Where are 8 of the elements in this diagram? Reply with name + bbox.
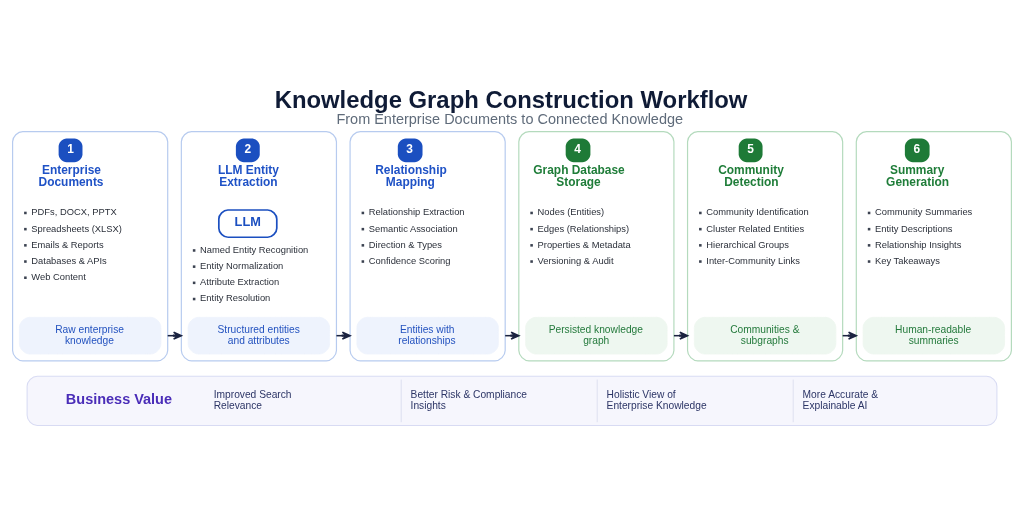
node-label: 2 xyxy=(244,141,252,156)
diagram-title: Knowledge Graph Construction Workflow xyxy=(274,86,748,114)
node-box: Business Value Improved Search Relevance Better Risk & Compliance Insights Holistic View of Enterprise Knowledge More Accurate & Explainable AI xyxy=(26,375,998,427)
node-label: 4 xyxy=(574,141,581,156)
node-label: 5 xyxy=(747,141,754,156)
node-label: 1 xyxy=(67,141,74,156)
node-label: 3 xyxy=(406,141,413,156)
node-label: 6 xyxy=(913,141,921,156)
